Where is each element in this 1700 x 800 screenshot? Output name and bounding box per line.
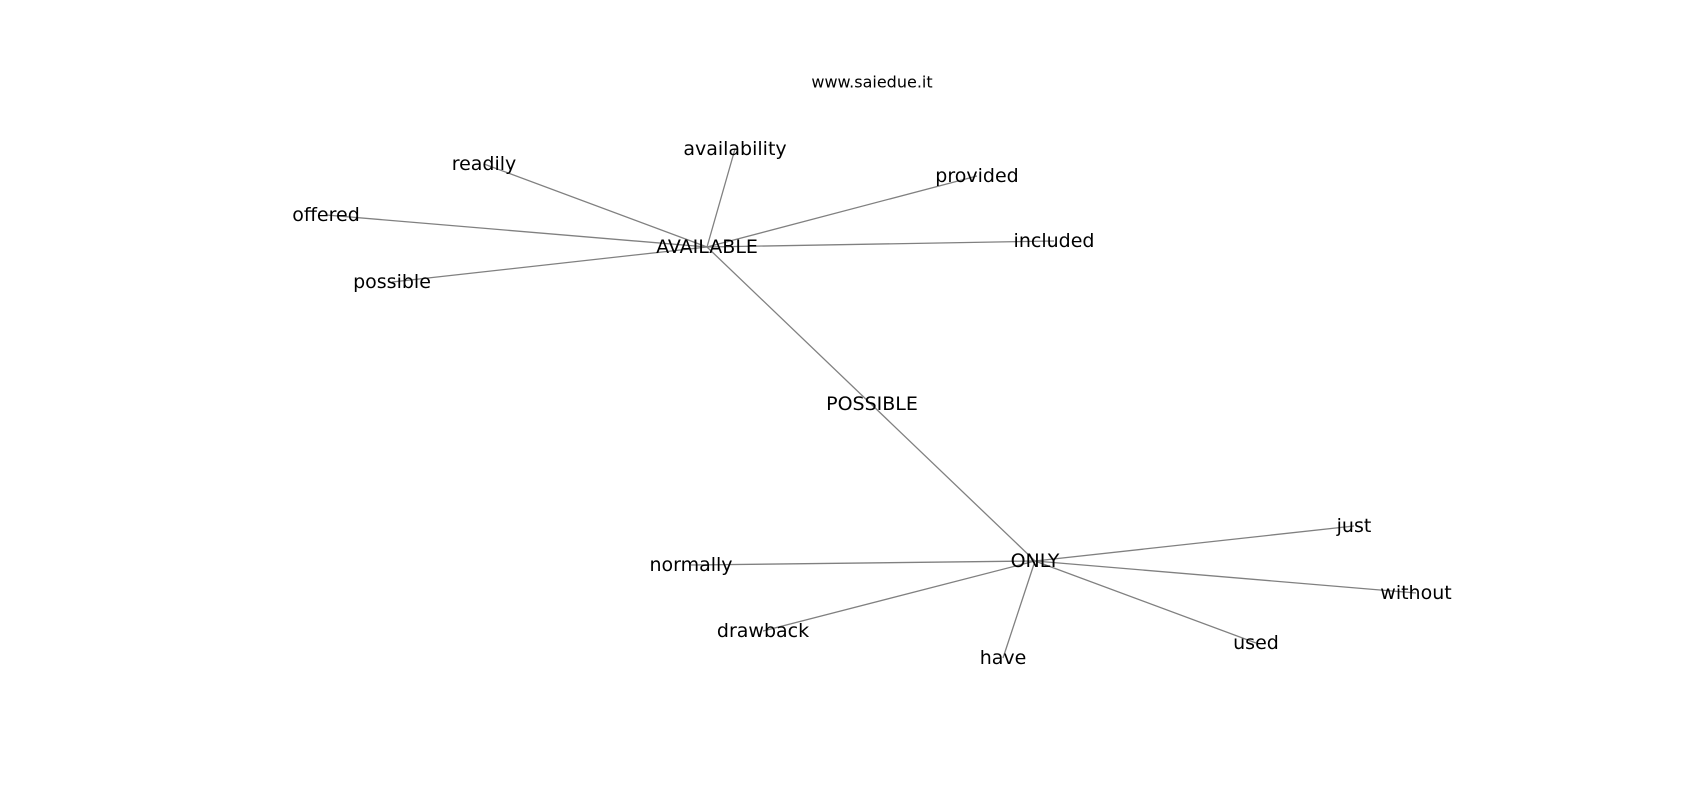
node-possible-leaf: possible <box>353 271 431 293</box>
edge-only-used <box>1034 560 1257 644</box>
node-just: just <box>1336 515 1372 537</box>
edge-available-included <box>706 240 1055 248</box>
node-available: AVAILABLE <box>656 236 758 258</box>
site-title: www.saiedue.it <box>811 73 932 92</box>
edge-only-normally <box>690 560 1036 566</box>
edge-available-possible_leaf <box>391 246 708 283</box>
node-offered: offered <box>292 204 360 226</box>
edge-available-provided <box>706 175 978 248</box>
node-labels: POSSIBLE AVAILABLE ONLY readily availability… <box>292 138 1452 669</box>
node-only: ONLY <box>1011 550 1060 572</box>
node-have: have <box>980 647 1027 669</box>
node-provided: provided <box>935 165 1018 187</box>
node-included: included <box>1014 230 1095 252</box>
node-drawback: drawback <box>717 620 809 642</box>
edge-available-availability <box>706 148 736 248</box>
edge-available-offered <box>325 214 708 248</box>
node-used: used <box>1233 632 1279 654</box>
edge-only-have <box>1002 560 1036 659</box>
edge-only-just <box>1034 525 1355 562</box>
edge-available-only <box>706 246 1036 562</box>
node-without: without <box>1380 582 1451 604</box>
node-readily: readily <box>452 153 517 175</box>
node-possible-center: POSSIBLE <box>826 393 918 415</box>
edge-only-drawback <box>762 560 1036 632</box>
node-normally: normally <box>649 554 732 576</box>
edge-available-readily <box>483 163 708 248</box>
edges <box>325 148 1417 659</box>
edge-only-without <box>1034 560 1417 594</box>
node-availability: availability <box>683 138 786 160</box>
